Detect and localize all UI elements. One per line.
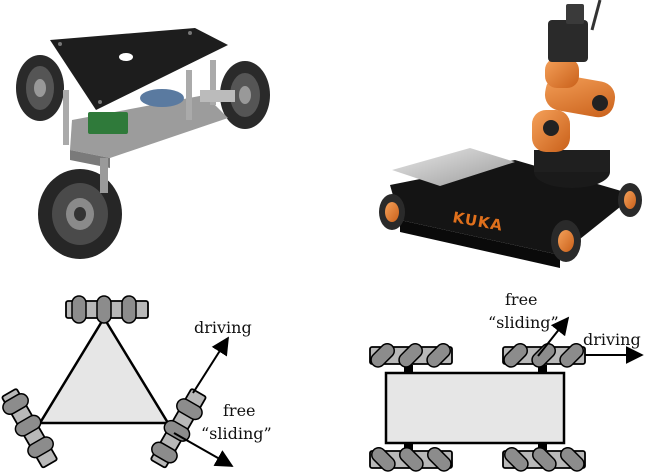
kuka-robot-photo: KUKA <box>379 0 642 268</box>
sliding-label: “sliding” <box>488 313 559 332</box>
mecanum-wheel-bottom-left <box>369 447 453 472</box>
mecanum-wheel-front-left <box>379 194 405 230</box>
omni-wheel-top <box>65 295 149 324</box>
omni-wheel-rear-left <box>16 55 64 121</box>
omni-wheel-bottom-right <box>150 388 207 469</box>
triangle-platform-diagram: driving free “sliding” <box>1 295 272 469</box>
robot-arm <box>532 0 616 152</box>
omni-robot-photo <box>16 28 270 259</box>
mecanum-wheel-top-right <box>502 343 586 368</box>
mecanum-wheel-rear-right <box>618 183 642 217</box>
sliding-label: “sliding” <box>201 424 272 443</box>
triangle-platform <box>37 315 171 425</box>
driving-arrow <box>192 336 229 394</box>
sliding-arrow <box>537 316 570 357</box>
mecanum-wheel-front-right <box>551 220 581 262</box>
omni-wheel-bottom-left <box>1 388 58 469</box>
mecanum-wheel-top-left <box>369 343 453 368</box>
free-label: free <box>223 401 256 420</box>
free-label: free <box>505 290 538 309</box>
omni-wheel-right <box>220 61 270 129</box>
sliding-arrow <box>173 432 234 467</box>
driving-label: driving <box>583 330 641 349</box>
rectangle-platform <box>384 371 566 445</box>
omni-wheel-front <box>38 169 122 259</box>
driving-label: driving <box>194 318 252 337</box>
rectangle-platform-diagram: free “sliding” driving <box>369 290 644 472</box>
mecanum-wheel-bottom-right <box>502 447 586 472</box>
